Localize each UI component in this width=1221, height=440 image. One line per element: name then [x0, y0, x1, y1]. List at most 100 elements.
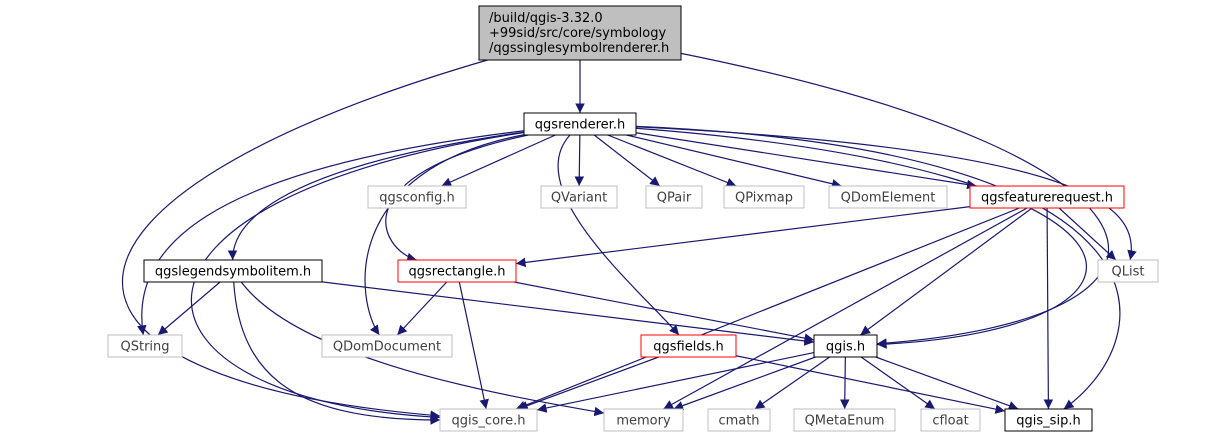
node-box-cmath — [707, 408, 771, 432]
node-box-qvariant — [540, 185, 618, 209]
edge-qgsrenderer-to-qgsfields — [557, 134, 680, 336]
node-box-qgsrenderer — [523, 112, 637, 136]
node-label-qgsrenderer: qgsrenderer.h — [535, 118, 625, 133]
edge-qgsfeaturerequest-to-qgis_core — [515, 207, 1020, 410]
node-label-qmetaenum: QMetaEnum — [805, 414, 885, 429]
edge-qgsrenderer-to-qgsconfig — [441, 134, 556, 187]
edge-qgsfeaturerequest-to-qgsrectangle — [515, 206, 971, 268]
node-label-qlist: QList — [1112, 265, 1145, 280]
edge-qgsrenderer-to-qgslegendsymbolitem — [227, 131, 525, 261]
node-qlist: QList — [1097, 259, 1159, 283]
node-box-qstring — [107, 334, 183, 358]
edge-qgis-to-qgis_core — [536, 351, 815, 413]
node-label-qgsconfig: qgsconfig.h — [379, 191, 454, 206]
node-label-qvariant: QVariant — [551, 191, 607, 206]
edge-qgsrenderer-to-qstring — [137, 130, 525, 336]
edge-qgsfeaturerequest-to-qlist — [1058, 207, 1117, 261]
node-qgsfeaturerequest[interactable]: qgsfeaturerequest.h — [969, 185, 1125, 209]
node-box-cfloat — [920, 408, 981, 432]
node-label-qdomelement: QDomElement — [841, 191, 936, 206]
node-qmetaenum: QMetaEnum — [793, 408, 896, 432]
edge-qgsfields-to-qgis_core — [518, 356, 659, 411]
edge-qgsrenderer-to-qpair — [593, 134, 661, 187]
node-label-qgsrectangle: qgsrectangle.h — [408, 265, 505, 280]
edge-root-to-qgis_core — [122, 59, 488, 420]
node-box-memory — [603, 408, 684, 432]
edge-qgsrenderer-to-qpixmap — [607, 134, 737, 187]
node-label-memory: memory — [616, 414, 671, 429]
edge-qgis-to-memory — [673, 356, 816, 411]
node-label-root-line-2: /qgssinglesymbolrenderer.h — [489, 41, 669, 56]
node-label-qstring: QString — [120, 340, 169, 355]
edge-qgis-to-qmetaenum — [839, 356, 850, 410]
node-qpair: QPair — [645, 185, 703, 209]
edge-qgsrenderer-to-qgis — [635, 127, 1088, 349]
node-qstring: QString — [107, 334, 183, 358]
node-label-cmath: cmath — [718, 414, 759, 429]
node-qgis[interactable]: qgis.h — [813, 334, 878, 358]
node-label-cfloat: cfloat — [932, 414, 968, 429]
edge-qgsrectangle-to-qdomdocument — [396, 281, 448, 336]
edge-qgis-to-qgis_sip — [875, 356, 1019, 411]
node-box-qgsfields — [640, 334, 737, 358]
node-box-qgsfeaturerequest — [969, 185, 1125, 209]
node-qdomelement: QDomElement — [828, 185, 948, 209]
node-label-qgis_sip: qgis_sip.h — [1016, 414, 1080, 429]
edge-qgslegendsymbolitem-to-qgis — [321, 281, 815, 346]
node-label-qgsfeaturerequest: qgsfeaturerequest.h — [981, 191, 1113, 206]
nodes: /build/qgis-3.32.0+99sid/src/core/symbol… — [107, 5, 1159, 432]
edge-qgsrenderer-to-qgsfeaturerequest — [635, 132, 977, 190]
node-box-qlist — [1097, 259, 1159, 283]
node-box-qgis — [813, 334, 878, 358]
edge-qgsrenderer-to-qdomelement — [626, 134, 842, 189]
edges — [122, 52, 1137, 425]
edge-qgsrenderer-to-qvariant — [574, 134, 585, 187]
node-qgslegendsymbolitem[interactable]: qgslegendsymbolitem.h — [143, 259, 323, 283]
node-cmath: cmath — [707, 408, 771, 432]
node-qdomdocument: QDomDocument — [321, 334, 453, 358]
node-label-qgis: qgis.h — [826, 340, 865, 355]
node-qgsrenderer[interactable]: qgsrenderer.h — [523, 112, 637, 136]
node-qgsfields[interactable]: qgsfields.h — [640, 334, 737, 358]
node-qvariant: QVariant — [540, 185, 618, 209]
edge-qgsrenderer-to-qlist — [635, 126, 1137, 261]
node-label-qgsfields: qgsfields.h — [653, 340, 723, 355]
node-box-qgsconfig — [367, 185, 467, 209]
node-box-qpair — [645, 185, 703, 209]
node-box-qmetaenum — [793, 408, 896, 432]
node-label-root-line-1: +99sid/src/core/symbology — [489, 26, 667, 41]
node-label-qpixmap: QPixmap — [735, 191, 793, 206]
node-box-qgis_sip — [1004, 408, 1093, 432]
edge-qgsrenderer-to-qgis_sip — [635, 125, 1121, 410]
edge-qgis-to-cmath — [754, 356, 831, 410]
node-label-root-line-0: /build/qgis-3.32.0 — [489, 11, 603, 26]
node-qgis_sip[interactable]: qgis_sip.h — [1004, 408, 1093, 432]
edge-qgsfeaturerequest-to-qgis — [860, 207, 1033, 336]
node-box-qgsrectangle — [397, 259, 517, 283]
edge-qgsfeaturerequest-to-qgis_sip — [1043, 207, 1054, 410]
edge-qgis-to-cfloat — [860, 356, 936, 410]
node-label-qdomdocument: QDomDocument — [333, 340, 441, 355]
node-label-qgslegendsymbolitem: qgslegendsymbolitem.h — [155, 265, 311, 280]
node-box-qdomdocument — [321, 334, 453, 358]
edge-qgsfields-to-qgis_sip — [735, 355, 1006, 414]
node-qgsconfig: qgsconfig.h — [367, 185, 467, 209]
edge-root-to-qgis — [680, 52, 1109, 348]
node-box-qpixmap — [723, 185, 805, 209]
node-qgsrectangle[interactable]: qgsrectangle.h — [397, 259, 517, 283]
node-qpixmap: QPixmap — [723, 185, 805, 209]
edge-qgsfeaturerequest-to-memory — [663, 207, 1028, 410]
edge-qgsrectangle-to-qgis_core — [458, 281, 489, 410]
edge-qgsrenderer-to-qgis_core — [191, 131, 525, 422]
edge-qgslegendsymbolitem-to-qstring — [157, 281, 221, 336]
edge-qgslegendsymbolitem-to-memory — [240, 281, 605, 417]
node-cfloat: cfloat — [920, 408, 981, 432]
node-root[interactable]: /build/qgis-3.32.0+99sid/src/core/symbol… — [478, 5, 682, 61]
edge-qgslegendsymbolitem-to-qgis_core — [233, 281, 441, 425]
node-box-qdomelement — [828, 185, 948, 209]
node-box-root — [478, 5, 682, 61]
node-label-qpair: QPair — [657, 191, 692, 206]
edge-qgsrectangle-to-qgis — [513, 281, 815, 343]
node-box-qgslegendsymbolitem — [143, 259, 323, 283]
